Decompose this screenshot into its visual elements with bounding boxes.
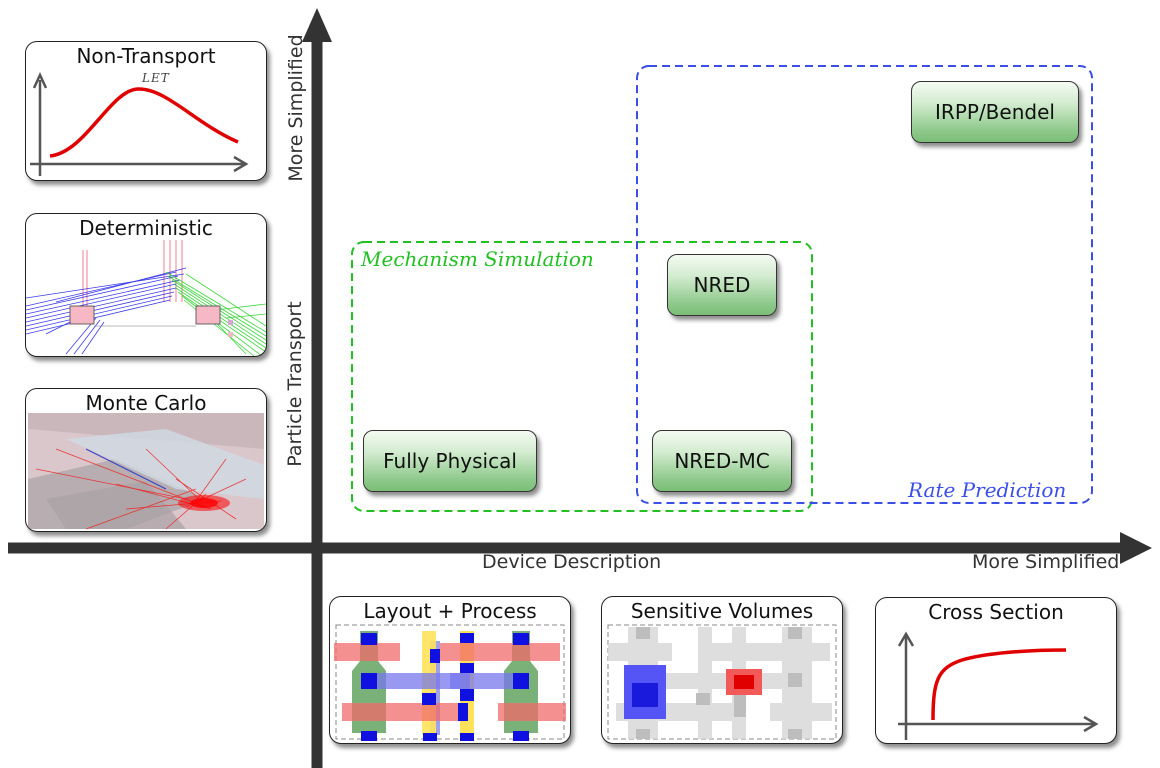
- non-transport-panel: Non-Transport LET: [25, 41, 267, 181]
- rate-prediction-label: Rate Prediction: [908, 478, 1067, 502]
- x-axis-label: Device Description: [482, 551, 662, 573]
- mechanism-simulation-label: Mechanism Simulation: [361, 247, 594, 271]
- fully-physical-box: Fully Physical: [363, 430, 537, 492]
- monte-carlo-panel: Monte Carlo: [25, 388, 267, 532]
- x-axis-end-label: More Simplified: [972, 551, 1120, 573]
- sensitive-volumes-illustration: [607, 624, 837, 740]
- y-axis-arrowhead: [302, 8, 332, 42]
- layout-illustration: [334, 624, 566, 741]
- let-curve: [49, 87, 239, 158]
- y-axis-label: Particle Transport: [284, 301, 306, 467]
- let-label: LET: [142, 71, 170, 85]
- nred-box: NRED: [667, 254, 777, 316]
- panel-title: Deterministic: [79, 216, 213, 240]
- nred-mc-box: NRED-MC: [652, 430, 792, 492]
- deterministic-illustration: [26, 240, 266, 356]
- monte-carlo-illustration: [28, 413, 264, 530]
- sensitive-volumes-panel: Sensitive Volumes: [601, 596, 843, 744]
- rate-prediction-region: [636, 65, 1093, 504]
- panel-title: Cross Section: [928, 600, 1064, 624]
- panel-title: Sensitive Volumes: [630, 599, 814, 623]
- panel-title: Layout + Process: [363, 599, 537, 623]
- x-axis-arrowhead: [1120, 532, 1152, 564]
- let-curve-plot: [30, 72, 249, 176]
- deterministic-panel: Deterministic: [25, 213, 267, 357]
- y-axis-end-label: More Simplified: [285, 34, 307, 182]
- mechanism-simulation-region: [351, 241, 813, 512]
- layout-process-panel: Layout + Process: [329, 596, 571, 744]
- panel-title: Non-Transport: [76, 44, 216, 68]
- panel-title: Monte Carlo: [85, 391, 207, 415]
- cross-section-curve: [931, 648, 1067, 721]
- irpp-bendel-box: IRPP/Bendel: [911, 81, 1079, 143]
- cross-section-plot: [897, 631, 1099, 740]
- cross-section-panel: Cross Section: [875, 597, 1117, 744]
